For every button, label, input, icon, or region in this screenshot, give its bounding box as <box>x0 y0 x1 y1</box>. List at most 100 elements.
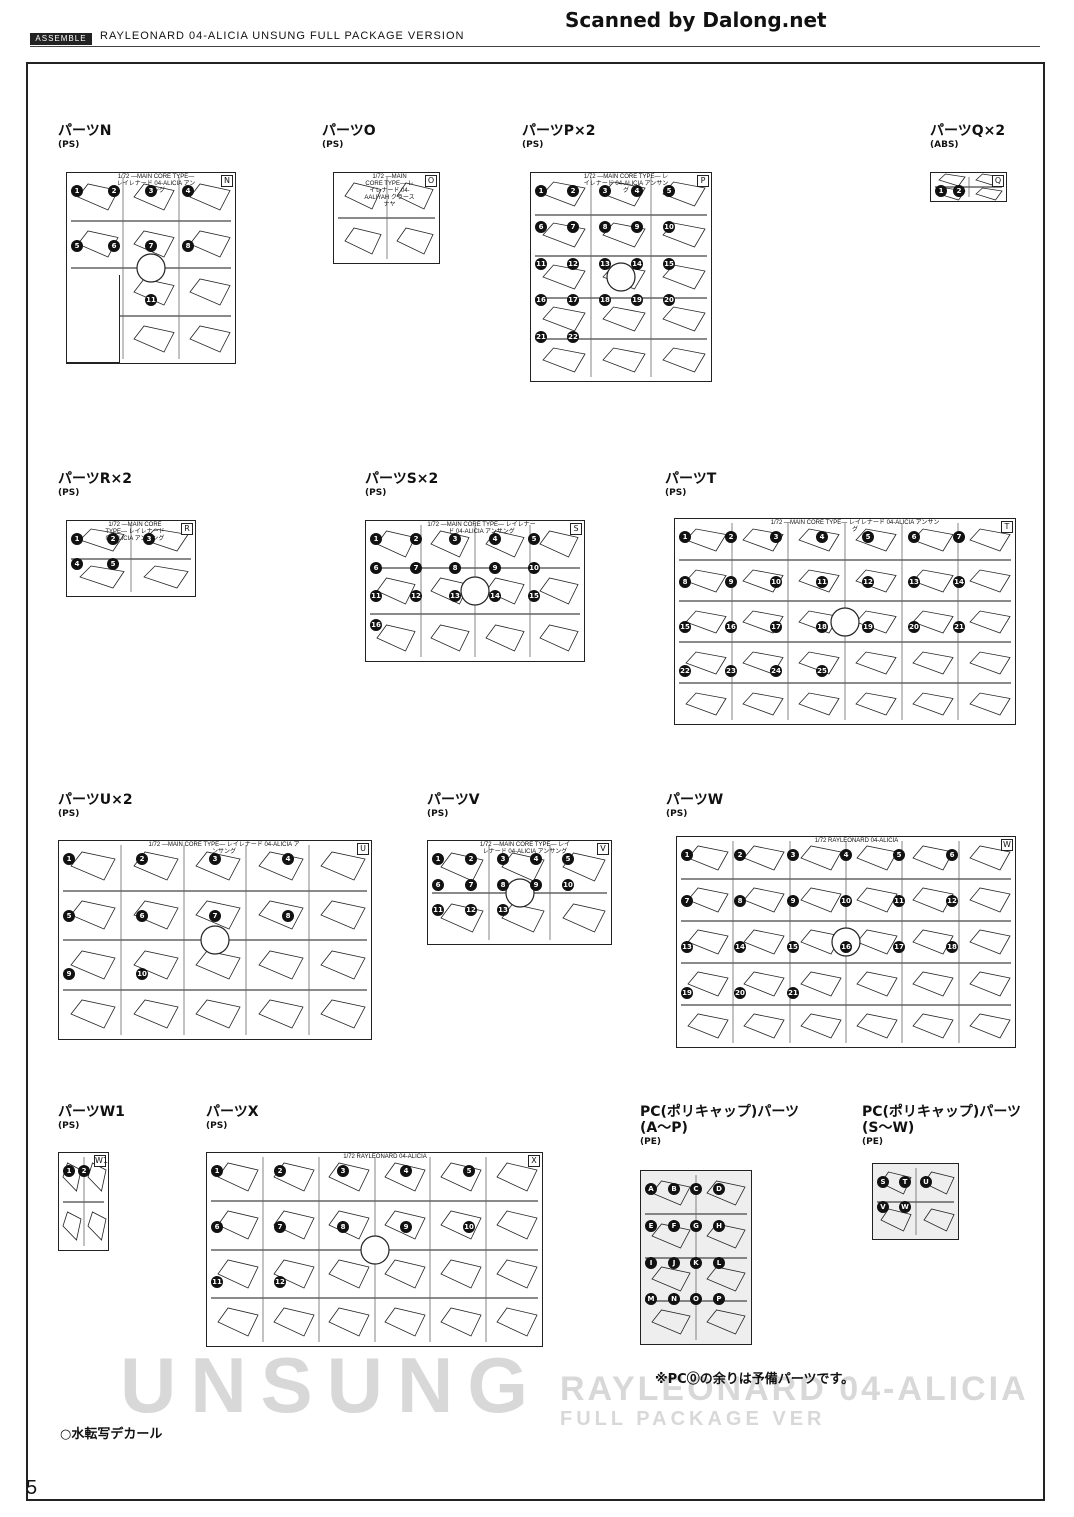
part-number-badge: W <box>899 1201 911 1213</box>
part-number-badge: 2 <box>734 849 746 861</box>
part-number-badge: 21 <box>953 621 965 633</box>
part-number-badge: 4 <box>489 533 501 545</box>
part-outline <box>800 971 842 997</box>
runner-header-text: 1/72 —MAIN CORE TYPE— レイレナード 04-ALICIA ア… <box>770 520 940 533</box>
part-number-badge: 14 <box>953 576 965 588</box>
sprue-gate <box>360 1235 390 1265</box>
part-outline <box>440 1210 482 1240</box>
runner-material-v: (PS) <box>427 809 449 819</box>
runner-sprue-t: 1/72 —MAIN CORE TYPE— レイレナード 04-ALICIA ア… <box>674 518 1016 725</box>
part-outline <box>320 851 366 881</box>
part-number-badge: 17 <box>770 621 782 633</box>
part-outline <box>880 1171 912 1195</box>
part-outline <box>496 1259 538 1289</box>
part-outline <box>384 1210 426 1240</box>
runner-label-w: パーツW <box>666 792 724 808</box>
part-outline <box>912 651 954 675</box>
part-outline <box>328 1162 370 1192</box>
part-outline <box>856 845 898 871</box>
part-number-badge: 10 <box>136 968 148 980</box>
part-outline <box>798 528 840 552</box>
runner-material-pc2: (PE) <box>862 1137 883 1147</box>
part-number-badge: 8 <box>599 221 611 233</box>
part-number-badge: 1 <box>211 1165 223 1177</box>
part-number-badge: 16 <box>370 619 382 631</box>
page-number: 5 <box>26 1477 38 1499</box>
part-number-badge: 9 <box>489 562 501 574</box>
part-number-badge: 2 <box>108 185 120 197</box>
part-outline <box>258 999 304 1029</box>
runner-label-n: パーツN <box>58 123 112 139</box>
part-number-badge: 8 <box>282 910 294 922</box>
part-number-badge: 18 <box>599 294 611 306</box>
part-number-badge: L <box>713 1257 725 1269</box>
runner-letter-tag: P <box>697 175 709 187</box>
part-outline <box>542 222 586 248</box>
sprue-gate <box>460 576 490 606</box>
part-number-badge: K <box>690 1257 702 1269</box>
part-outline <box>800 845 842 871</box>
runner-header-text: 1/72 RAYLEONARD 04-ALICIA <box>814 838 899 844</box>
part-number-badge: B <box>668 1183 680 1195</box>
part-outline <box>912 1013 954 1039</box>
part-outline <box>742 610 784 634</box>
runner-letter-tag: Q <box>992 175 1004 187</box>
part-number-badge: 9 <box>787 895 799 907</box>
runner-label-p: パーツP×2 <box>522 123 596 139</box>
runner-letter-tag: N <box>221 175 233 187</box>
part-outline <box>273 1307 315 1337</box>
sprue-gate <box>606 262 636 292</box>
part-outline <box>912 887 954 913</box>
runner-label-s: パーツS×2 <box>365 471 439 487</box>
part-outline <box>706 1266 746 1292</box>
runner-letter-tag: R <box>181 523 193 535</box>
part-number-badge: 1 <box>432 853 444 865</box>
part-number-badge: 13 <box>681 941 693 953</box>
part-number-badge: U <box>920 1176 932 1188</box>
runner-sprue-extension <box>66 275 120 363</box>
part-number-badge: 8 <box>449 562 461 574</box>
part-outline <box>742 692 784 716</box>
part-outline <box>344 182 382 210</box>
part-outline <box>496 1210 538 1240</box>
part-outline <box>195 999 241 1029</box>
sprue-gate <box>505 878 535 908</box>
part-outline <box>273 1259 315 1289</box>
part-outline <box>856 929 898 955</box>
part-number-badge: 19 <box>862 621 874 633</box>
part-outline <box>800 887 842 913</box>
part-outline <box>485 577 525 605</box>
part-number-badge: N <box>668 1293 680 1305</box>
part-outline <box>344 227 382 255</box>
part-number-badge: 1 <box>535 185 547 197</box>
part-outline <box>217 1259 259 1289</box>
part-outline <box>328 1210 370 1240</box>
page-header-title: RAYLEONARD 04-ALICIA UNSUNG FULL PACKAGE… <box>100 30 465 42</box>
part-number-badge: 2 <box>410 533 422 545</box>
part-number-badge: 4 <box>71 558 83 570</box>
part-number-badge: 24 <box>770 665 782 677</box>
sprue-drawing <box>432 845 607 940</box>
part-number-badge: 9 <box>400 1221 412 1233</box>
runner-sprue-p: 1/72 —MAIN CORE TYPE— レイレナード 04-ALICIA ア… <box>530 172 712 382</box>
part-outline <box>133 230 175 258</box>
part-number-badge: 3 <box>497 853 509 865</box>
watermark-model: RAYLEONARD 04-ALICIA <box>560 1370 1029 1408</box>
part-outline <box>430 624 470 652</box>
part-number-badge: 4 <box>816 531 828 543</box>
part-outline <box>542 181 586 207</box>
part-outline <box>969 610 1011 634</box>
part-number-badge: 3 <box>145 185 157 197</box>
sprue-drawing <box>211 1157 538 1342</box>
part-number-badge: 17 <box>567 294 579 306</box>
part-outline <box>189 230 231 258</box>
part-outline <box>320 999 366 1029</box>
part-number-badge: 22 <box>679 665 691 677</box>
decal-note: ○水転写デカール <box>60 1427 163 1442</box>
part-number-badge: 1 <box>370 533 382 545</box>
part-number-badge: 4 <box>530 853 542 865</box>
runner-material-p: (PS) <box>522 140 544 150</box>
runner-letter-tag: V <box>597 843 609 855</box>
part-outline <box>743 971 785 997</box>
runner-label-pc1: PC(ポリキャップ)パーツ <box>640 1104 800 1120</box>
